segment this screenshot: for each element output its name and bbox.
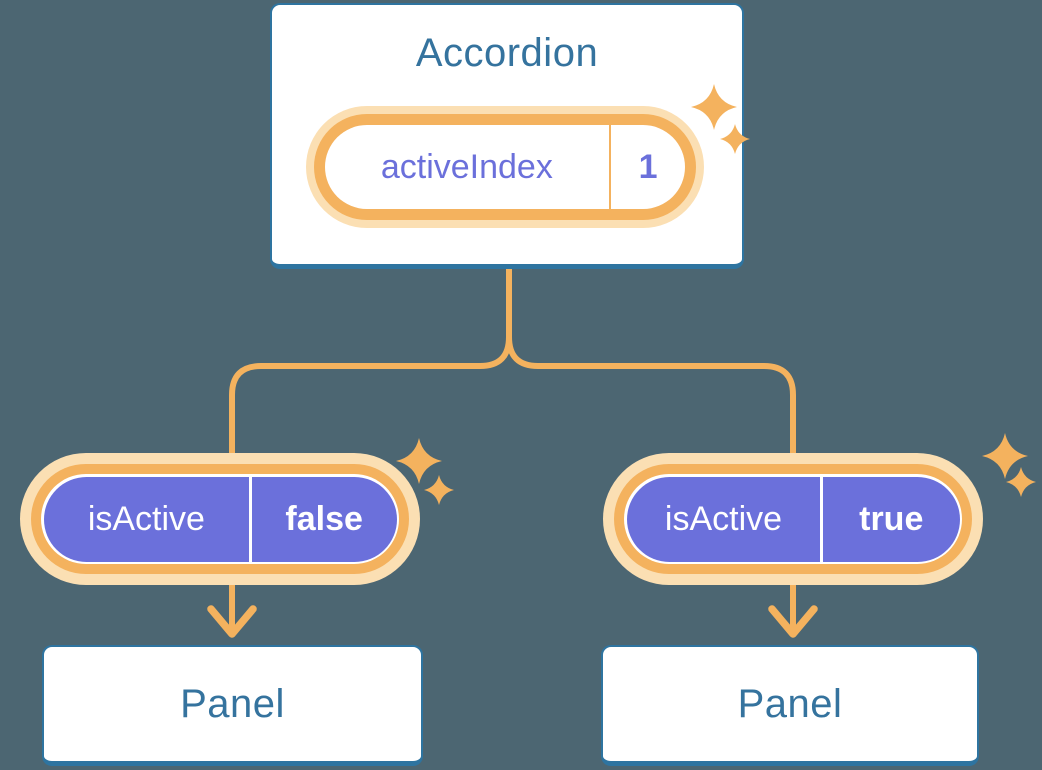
state-pill-ring: activeIndex 1 [314, 114, 696, 220]
state-pill-value: 1 [638, 147, 658, 186]
panel-card-right: Panel [601, 645, 979, 766]
accordion-card: Accordion activeIndex 1 [270, 3, 744, 269]
pill-divider [820, 476, 823, 562]
pill-divider [608, 125, 612, 209]
prop-pill-value: false [285, 499, 363, 538]
sparkle-icon [424, 475, 454, 505]
panel-title: Panel [737, 681, 843, 726]
arrowhead-right-icon [768, 605, 818, 638]
prop-pill-ring: isActive true [614, 464, 972, 574]
prop-pill-isactive-false: isActive false [20, 453, 420, 585]
state-pill: activeIndex 1 [306, 106, 704, 228]
prop-pill-value: true [859, 499, 924, 538]
prop-pill-isactive-true: isActive true [603, 453, 983, 585]
panel-title: Panel [180, 681, 285, 726]
panel-card-left: Panel [42, 645, 423, 766]
sparkle-icon [982, 433, 1028, 479]
arrowhead-left-icon [207, 605, 257, 638]
prop-pill-ring: isActive false [31, 464, 409, 574]
sparkle-icon [1006, 467, 1036, 497]
state-pill-label: activeIndex [380, 147, 553, 186]
prop-pill-label: isActive [664, 499, 783, 538]
accordion-title: Accordion [415, 31, 599, 75]
prop-pill-label: isActive [87, 499, 205, 538]
